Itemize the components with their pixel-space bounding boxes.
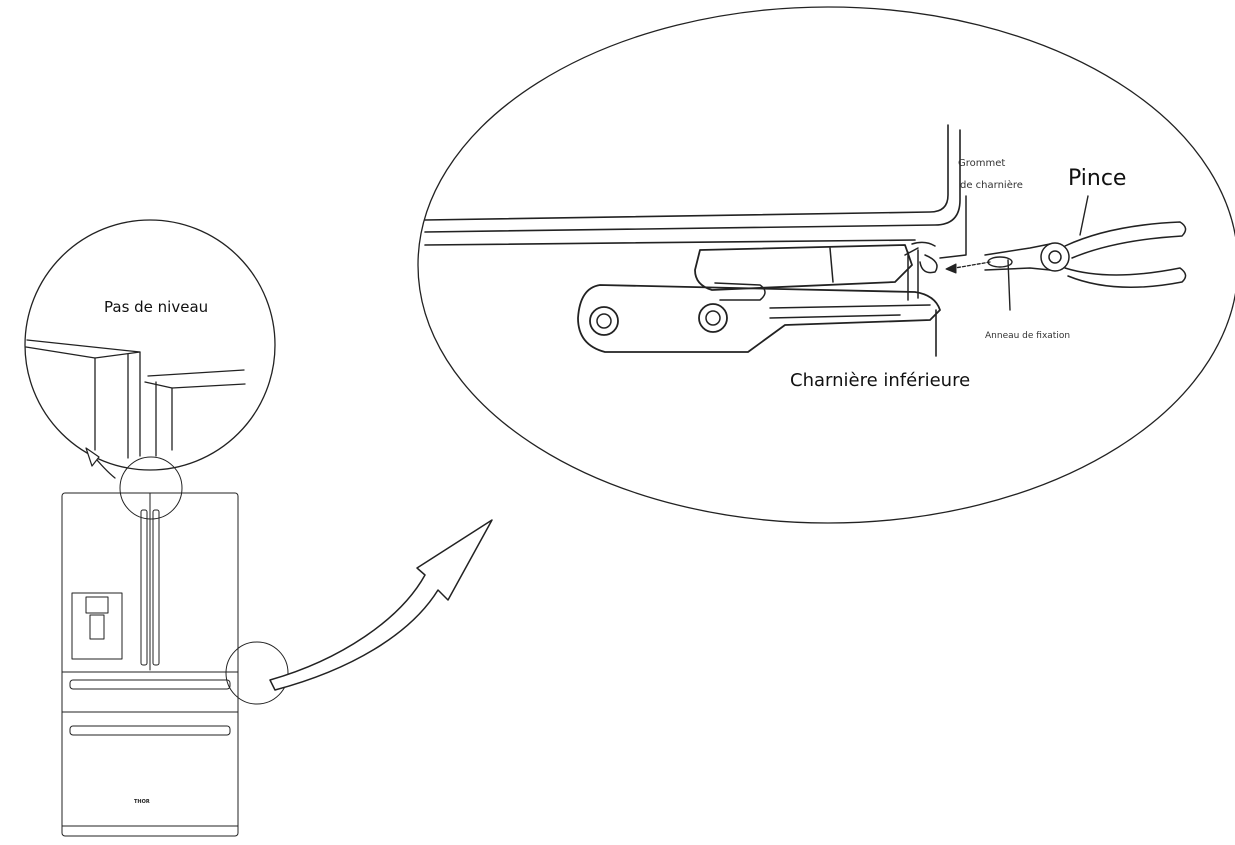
- insert-direction-arrow: [954, 261, 991, 269]
- hinge-hole-left-inner: [596, 313, 612, 329]
- bottom-hinge-callout-circle: [225, 641, 289, 705]
- hinge-zoom-ellipse: [417, 6, 1235, 524]
- lower-drawer-handle: [69, 725, 231, 736]
- fridge-brand-logo: THOR: [134, 799, 150, 805]
- top-detail: [24, 219, 276, 520]
- label-grommet-line2: de charnière: [960, 180, 1023, 191]
- pliers-pivot-inner: [1048, 250, 1062, 264]
- hinge-pin: [907, 241, 936, 301]
- dispenser-nozzle: [85, 596, 109, 614]
- hinge-callout: [225, 519, 493, 705]
- pliers: [984, 221, 1187, 288]
- left-door-handle: [140, 509, 148, 666]
- hinge-block-inner: [829, 247, 919, 283]
- pince-leader-line: [1079, 195, 1089, 236]
- label-anneau: Anneau de fixation: [985, 331, 1071, 341]
- pliers-handle-top: [1064, 221, 1187, 259]
- top-hinge-callout-circle: [119, 456, 183, 520]
- pliers-jaw-bottom: [984, 267, 1051, 271]
- label-grommet-line1: Grommet: [958, 158, 1006, 169]
- big-arrow-body: [269, 519, 493, 691]
- hinge-zoom: [417, 6, 1235, 524]
- pliers-handle-bottom: [1064, 267, 1187, 288]
- hinge-block: [694, 244, 913, 291]
- water-dispenser: [71, 592, 123, 660]
- upper-drawer-handle: [69, 679, 231, 690]
- refrigerator: [61, 492, 239, 837]
- retaining-ring: [987, 256, 1013, 268]
- hinge-lower-plate-inner: [714, 282, 931, 319]
- hinge-hole-right-inner: [705, 310, 721, 326]
- hinge-door-outline: [424, 124, 961, 246]
- grommet-leader-line: [939, 195, 967, 259]
- level-left-door: [25, 339, 141, 359]
- label-pince: Pince: [1068, 166, 1127, 191]
- level-right-door: [144, 369, 246, 389]
- dispenser-cup: [89, 614, 105, 640]
- grommet: [919, 254, 938, 274]
- hinge-hole-left: [589, 306, 619, 336]
- hinge-hole-right: [698, 303, 728, 333]
- label-charniere-inferieure: Charnière inférieure: [790, 370, 971, 391]
- label-pas-de-niveau: Pas de niveau: [104, 298, 209, 316]
- pliers-pivot: [1040, 242, 1070, 272]
- level-zoom-circle: [24, 219, 276, 471]
- right-door-handle: [152, 509, 160, 666]
- anneau-leader-line: [1007, 259, 1011, 311]
- hinge-lower-plate: [577, 284, 941, 353]
- pliers-jaw-top: [984, 243, 1051, 256]
- level-pointer-arrowhead: [85, 447, 100, 467]
- level-left-door-side: [94, 351, 141, 459]
- insert-direction-arrowhead: [945, 263, 957, 274]
- level-right-door-side: [155, 381, 173, 457]
